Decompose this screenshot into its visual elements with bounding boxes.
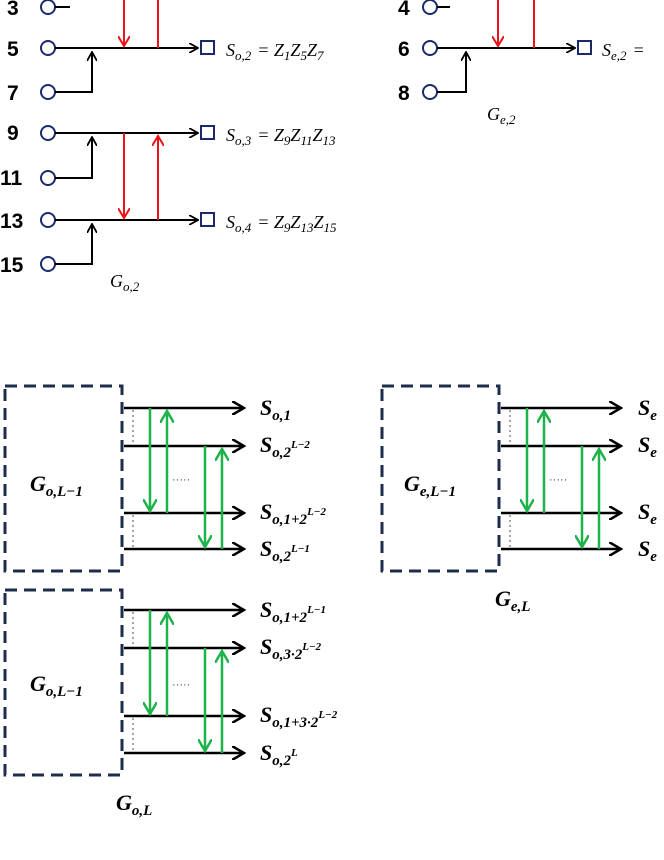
equation-s-o-3: So,3= Z9Z11Z13 [226, 125, 336, 148]
input-node [40, 84, 56, 100]
group-label-g-o-l: Go,L [116, 790, 152, 819]
group-label-g-e-l: Ge,L [495, 586, 530, 615]
input-nodes [40, 0, 56, 272]
green-swap-arrows [150, 408, 222, 549]
green-swap-arrows [150, 610, 222, 753]
dashed-box [3, 384, 124, 573]
ellipsis-dots: ····· [172, 474, 190, 486]
output-s-o-1: So,1 [260, 395, 291, 424]
input-node [40, 125, 56, 141]
output-node [577, 40, 592, 55]
input-label-3: 3 [7, 0, 19, 20]
input-node [422, 0, 438, 15]
input-label-13: 13 [0, 210, 23, 233]
input-label-9: 9 [7, 122, 19, 145]
output-nodes [200, 40, 215, 227]
output-s-o-1-3-2-l-2: So,1+3·2L−2 [260, 702, 338, 731]
bottom-left-lower-block: Go,L−1 ····· So,1+2L−1 So,3·2L−2 So,1+3·… [3, 588, 338, 819]
group-label-g-e-2: Ge,2 [487, 104, 516, 127]
input-node [422, 40, 438, 56]
output-node [200, 40, 215, 55]
green-swap-arrows [527, 408, 599, 549]
input-label-7: 7 [7, 82, 19, 105]
input-label-6: 6 [398, 38, 410, 61]
output-s-o-2-l-2: So,2L−2 [260, 432, 310, 461]
red-swap-arrows [498, 0, 535, 48]
output-s-o-2-l-1: So,2L−1 [260, 536, 310, 565]
output-s-o-1-2-l-1: So,1+2L−1 [260, 597, 326, 626]
box-label-g-o-l-1: Go,L−1 [30, 471, 83, 500]
input-node [422, 84, 438, 100]
input-node [40, 0, 56, 15]
input-label-5: 5 [7, 38, 19, 61]
output-s-e-1: Se [638, 395, 657, 424]
input-label-8: 8 [398, 82, 410, 105]
input-node [40, 256, 56, 272]
top-right-circuit: 4 6 8 Se,2= Ge,2 [398, 0, 645, 127]
output-s-o-2-l: So,2L [260, 740, 298, 769]
equation-s-o-4: So,4= Z9Z13Z15 [226, 212, 337, 235]
output-s-o-1-2-l-2: So,1+2L−2 [260, 499, 326, 528]
output-node [200, 125, 215, 140]
ellipsis-dots: ····· [172, 679, 190, 691]
input-node [40, 212, 56, 228]
output-s-e-2: Se [638, 432, 657, 461]
output-s-e-4: Se [638, 536, 657, 565]
dashed-box [3, 588, 124, 777]
box-label-g-e-l-1: Ge,L−1 [404, 471, 456, 500]
bottom-right-block: Ge,L−1 ····· Se Se Se Se Ge,L [380, 384, 657, 615]
top-left-circuit: 3 5 7 9 11 13 15 [0, 0, 337, 294]
input-label-4: 4 [398, 0, 410, 20]
output-s-o-3-2-l-2: So,3·2L−2 [260, 634, 322, 663]
equation-s-e-2: Se,2= [602, 40, 645, 63]
output-node [200, 212, 215, 227]
bottom-left-upper-block: Go,L−1 ····· So,1 So,2L−2 So,1+2L−2 [3, 384, 326, 573]
red-swap-arrows [124, 0, 158, 220]
equation-s-o-2: So,2= Z1Z5Z7 [226, 40, 324, 63]
input-label-15: 15 [0, 254, 24, 277]
input-node [40, 170, 56, 186]
output-s-e-3: Se [638, 499, 657, 528]
dashed-box [380, 384, 501, 573]
input-label-11: 11 [0, 167, 23, 190]
ellipsis-dots: ····· [549, 474, 567, 486]
group-label-g-o-2: Go,2 [110, 271, 140, 294]
box-label-g-o-l-1-lower: Go,L−1 [30, 671, 83, 700]
input-node [40, 40, 56, 56]
